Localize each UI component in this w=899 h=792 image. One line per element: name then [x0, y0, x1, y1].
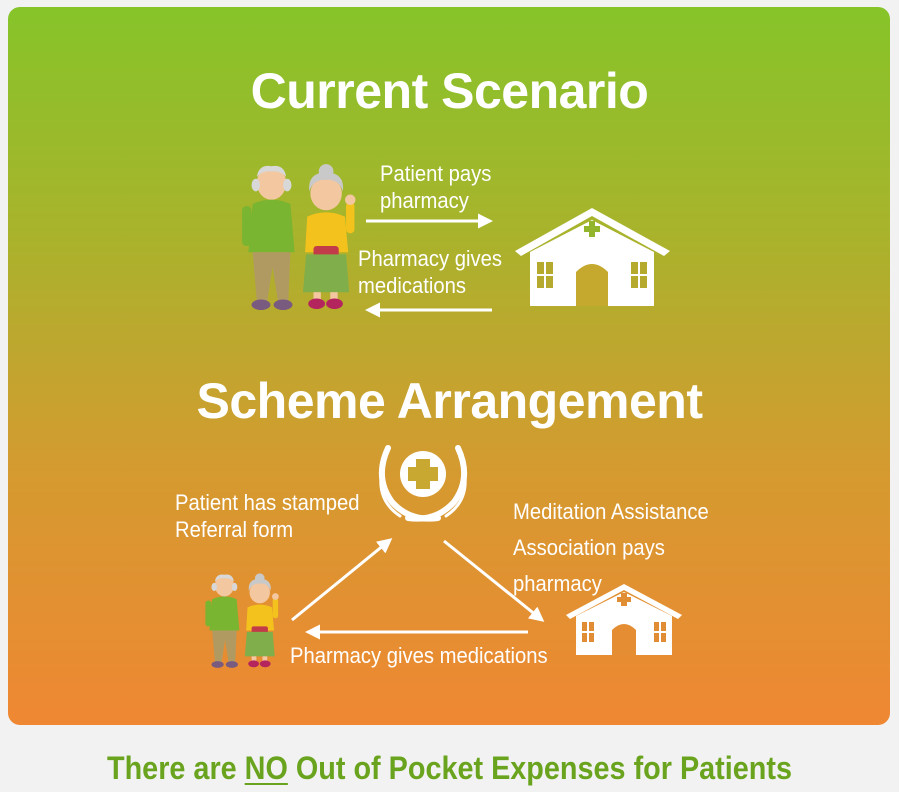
pharmacy-building-icon — [515, 208, 670, 306]
diagram-panel — [8, 7, 890, 725]
pharmacy-gives-label: Pharmacy gives medications — [358, 246, 502, 298]
current-scenario-title: Current Scenario — [250, 63, 649, 119]
hands-medical-cross-icon — [379, 445, 467, 522]
elderly-couple-icon — [242, 164, 356, 311]
referral-form-label: Patient has stamped Referral form — [175, 490, 360, 542]
patient-pays-label: Patient pays pharmacy — [380, 161, 492, 213]
no-emphasis: NO — [244, 750, 288, 786]
association-pays-label: Meditation Assistance Association pays p… — [513, 499, 709, 596]
scheme-pharmacy-gives-label: Pharmacy gives medications — [290, 643, 548, 668]
elderly-couple-small-icon — [205, 573, 279, 668]
pharmacy-building-small-icon — [566, 584, 682, 655]
footer-statement: There are NO Out of Pocket Expenses for … — [106, 750, 792, 786]
scheme-arrangement-title: Scheme Arrangement — [196, 373, 704, 429]
